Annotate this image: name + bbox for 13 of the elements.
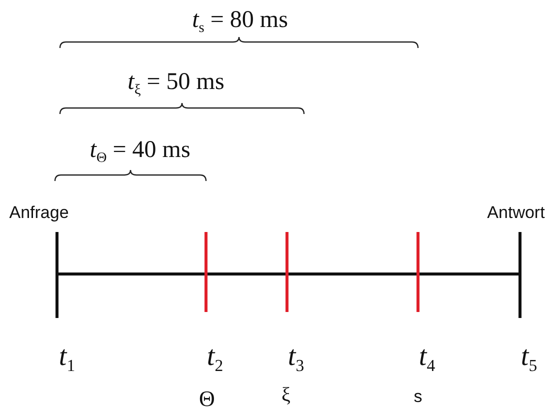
time-label: t$_{2}$ <box>206 343 224 375</box>
duration-label: t$_{s}$ = 80 ms <box>192 8 288 36</box>
marker-symbol: s <box>414 388 422 405</box>
duration-label: t$_{Θ}$ = 40 ms <box>90 138 190 166</box>
time-label: t$_{4}$ <box>418 343 436 375</box>
event-label: Antwort <box>487 204 545 221</box>
event-label: Anfrage <box>9 204 69 221</box>
time-label: t$_{1}$ <box>58 343 76 375</box>
time-label: t$_{3}$ <box>288 343 304 375</box>
duration-label: t$_{ξ}$ = 50 ms <box>128 70 224 98</box>
marker-symbol: Θ <box>199 388 215 410</box>
time-label: t$_{5}$ <box>520 343 538 375</box>
marker-symbol: ξ <box>282 385 290 405</box>
